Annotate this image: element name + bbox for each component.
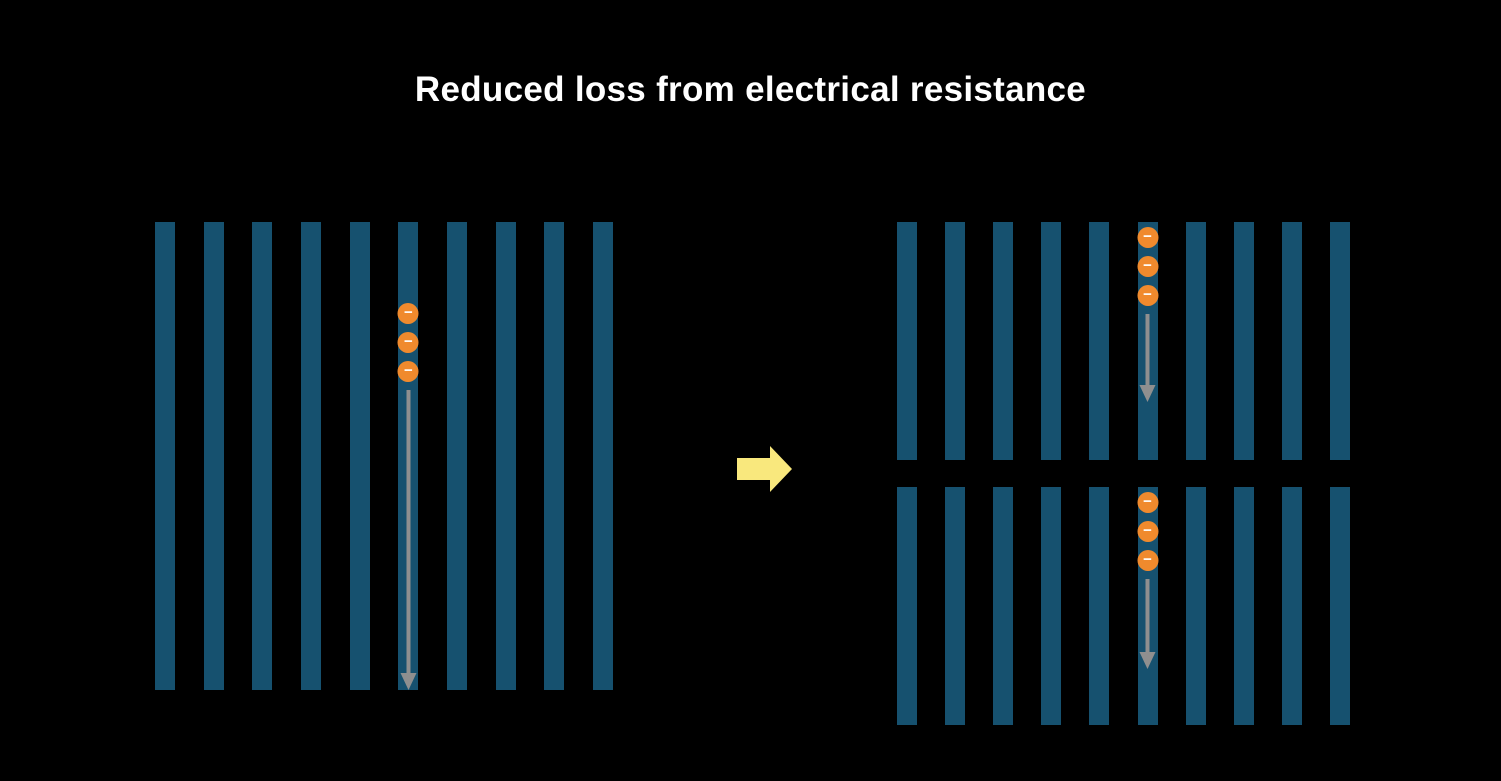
current-flow-half-cell-bottom: − − − [1137,492,1159,669]
cell-finger-bar [446,222,467,690]
cell-bars [155,222,613,690]
minus-symbol: − [1143,522,1152,539]
cell-finger-bar [945,222,966,460]
minus-symbol: − [1143,493,1152,510]
cell-finger-bar [349,222,370,690]
cell-finger-bar [945,487,966,725]
cell-finger-bar [1185,222,1206,460]
half-cell-top-panel: − − − [897,222,1350,460]
current-direction-arrow [400,390,417,690]
current-flow-full-cell: − − − [397,303,419,690]
electron-icon: − [1137,256,1159,277]
minus-symbol: − [1143,286,1152,303]
electron-icon: − [1137,227,1159,248]
cell-finger-bar [1041,487,1062,725]
minus-symbol: − [403,304,413,321]
minus-symbol: − [1143,257,1152,274]
cell-finger-bar [1041,222,1062,460]
cell-finger-bar [1185,487,1206,725]
minus-symbol: − [403,333,413,350]
cell-finger-bar [1329,222,1350,460]
cell-finger-bar [252,222,273,690]
cell-finger-bar [1281,487,1302,725]
cell-finger-bar [897,487,917,725]
cell-finger-bar [1089,487,1110,725]
right-arrow-icon [737,446,792,492]
electron-icon: − [1137,285,1159,306]
current-direction-arrow [1139,314,1156,402]
cell-finger-bar [544,222,565,690]
current-flow-half-cell-top: − − − [1137,227,1159,402]
arrow-head [1139,652,1156,669]
arrow-line [1145,579,1150,652]
cell-finger-bar [993,222,1014,460]
arrow-line [406,390,411,673]
electron-icon: − [1137,550,1159,571]
arrow-line [1145,314,1150,385]
electron-icon: − [397,361,419,382]
electron-icon: − [397,303,419,324]
cell-finger-bar [1281,222,1302,460]
cell-finger-bar [495,222,516,690]
cell-finger-bar [897,222,917,460]
minus-symbol: − [1143,228,1152,245]
cell-finger-bar [1089,222,1110,460]
cell-bars [897,487,1350,725]
half-cell-bottom-panel: − − − [897,487,1350,725]
arrow-head [400,673,417,690]
arrow-head [1139,385,1156,402]
cell-finger-bar [592,222,613,690]
cell-finger-bar [1233,487,1254,725]
minus-symbol: − [1143,551,1152,568]
cell-finger-bar [155,222,175,690]
cell-finger-bar [203,222,224,690]
minus-symbol: − [403,362,413,379]
current-direction-arrow [1139,579,1156,669]
electron-icon: − [1137,521,1159,542]
cell-finger-bar [300,222,321,690]
cell-finger-bar [1329,487,1350,725]
cell-finger-bar [993,487,1014,725]
electron-icon: − [1137,492,1159,513]
diagram-title: Reduced loss from electrical resistance [414,70,1087,109]
electron-icon: − [397,332,419,353]
full-cell-panel: − − − [155,222,613,690]
cell-bars [897,222,1350,460]
cell-finger-bar [1233,222,1254,460]
